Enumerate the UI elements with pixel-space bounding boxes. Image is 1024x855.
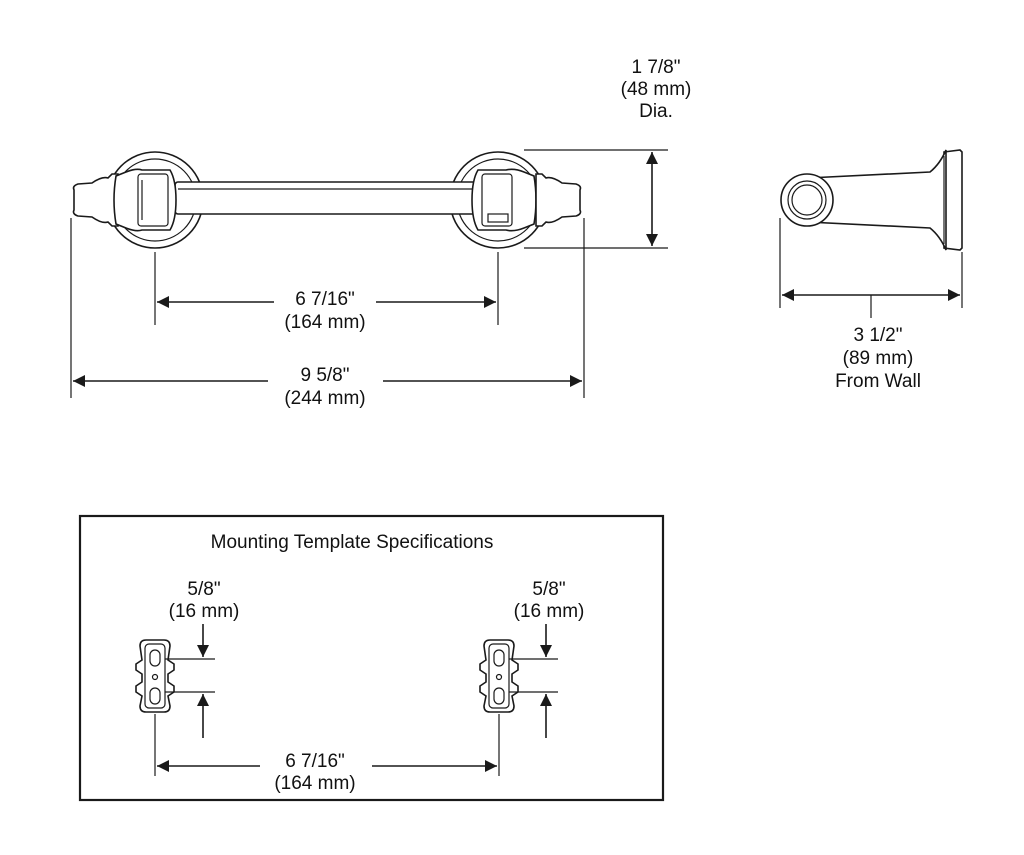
template-frame bbox=[78, 514, 665, 802]
flange-dim-note: Dia. bbox=[639, 101, 673, 122]
template-center-dim-metric: (164 mm) bbox=[274, 773, 355, 794]
overall-dim-imperial: 9 5/8" bbox=[300, 365, 349, 386]
template-center-dim-imperial: 6 7/16" bbox=[285, 751, 345, 772]
front-view: 6 7/16" (164 mm) 9 5/8" (244 mm) 1 7/8" … bbox=[70, 57, 692, 409]
right-mounting-bracket bbox=[479, 639, 519, 713]
left-mounting-bracket bbox=[135, 639, 175, 713]
side-view: 3 1/2" (89 mm) From Wall bbox=[779, 149, 963, 392]
left-end-cap bbox=[72, 173, 119, 227]
flange-dim-imperial: 1 7/8" bbox=[631, 57, 680, 78]
flange-dim-metric: (48 mm) bbox=[621, 79, 692, 100]
right-offset-metric: (16 mm) bbox=[514, 601, 585, 622]
right-offset-imperial: 5/8" bbox=[532, 579, 565, 600]
projection-dim-metric: (89 mm) bbox=[843, 348, 914, 369]
projection-dim-note: From Wall bbox=[835, 371, 921, 392]
towel-bar bbox=[174, 181, 479, 215]
overall-dim-metric: (244 mm) bbox=[284, 388, 365, 409]
right-end-cap bbox=[535, 173, 582, 227]
bar-end-outer bbox=[780, 173, 834, 227]
center-dim-imperial: 6 7/16" bbox=[295, 289, 355, 310]
projection-dim-imperial: 3 1/2" bbox=[853, 325, 902, 346]
left-offset-metric: (16 mm) bbox=[169, 601, 240, 622]
template-title: Mounting Template Specifications bbox=[211, 532, 494, 553]
mounting-template: Mounting Template Specifications 5/8" (1… bbox=[78, 514, 665, 802]
wall-flange bbox=[943, 149, 963, 251]
left-offset-imperial: 5/8" bbox=[187, 579, 220, 600]
left-post bbox=[113, 168, 177, 232]
side-post bbox=[807, 149, 947, 251]
center-dim-metric: (164 mm) bbox=[284, 312, 365, 333]
